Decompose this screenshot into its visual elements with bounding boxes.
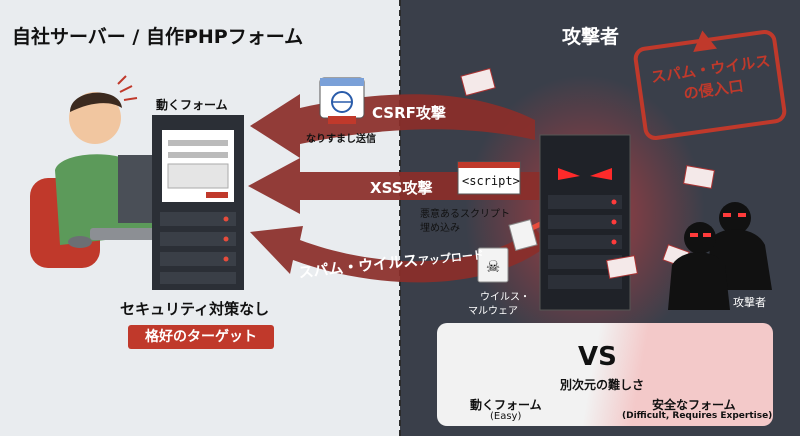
vs-text: VS xyxy=(578,342,617,372)
easy-form-title: 動くフォーム xyxy=(470,398,542,412)
xss-caption-2: 埋め込み xyxy=(420,223,460,234)
user-illustration xyxy=(30,75,170,268)
left-title: 自社サーバー / 自作PHPフォーム xyxy=(12,26,304,48)
attacker-server xyxy=(539,134,631,311)
spam-caption-1: ウイルス・ xyxy=(480,292,530,303)
browser-globe-icon xyxy=(319,77,365,124)
divider xyxy=(399,0,401,436)
target-badge: 格好のターゲット xyxy=(128,325,274,349)
attacker-silhouettes xyxy=(668,202,772,310)
xss-caption-1: 悪意あるスクリプト xyxy=(420,209,510,220)
envelopes xyxy=(460,67,715,279)
secure-form-title: 安全なフォーム xyxy=(652,398,736,412)
no-security-text: セキュリティ対策なし xyxy=(120,300,270,318)
stamp xyxy=(633,29,787,141)
left-server xyxy=(152,115,244,290)
document-icons xyxy=(477,218,538,283)
easy-sub: (Easy) xyxy=(490,411,522,422)
server-label: 動くフォーム xyxy=(156,98,228,112)
xss-label: XSS攻撃 xyxy=(370,179,433,197)
script-code: <script> xyxy=(462,174,520,188)
spam-caption-2: マルウェア xyxy=(468,306,518,317)
spam-arrow xyxy=(250,226,548,283)
comparison-box xyxy=(437,323,773,426)
attacker-label: 攻撃者 xyxy=(733,296,766,309)
script-box xyxy=(457,161,521,195)
right-title: 攻撃者 xyxy=(562,26,620,48)
secure-sub: (Difficult, Requires Expertise) xyxy=(622,411,773,421)
csrf-caption: なりすまし送信 xyxy=(306,134,376,145)
csrf-label: CSRF攻撃 xyxy=(372,104,446,122)
skull-icon: ☠ xyxy=(486,257,500,276)
comparison-middle: 別次元の難しさ xyxy=(560,378,645,392)
